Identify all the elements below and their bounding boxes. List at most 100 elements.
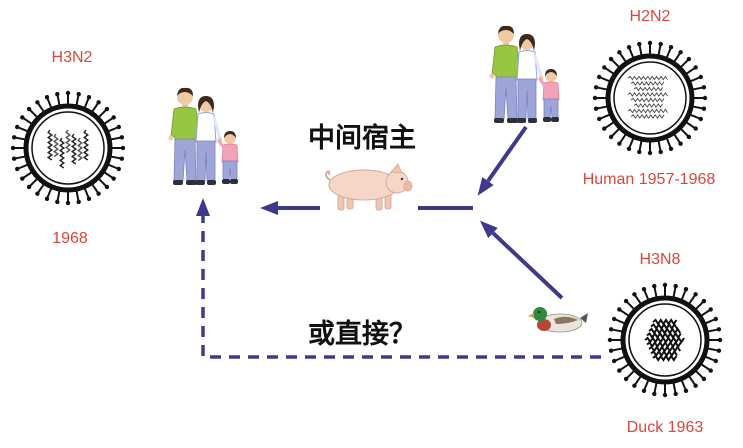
virus-spike-tip [708,368,713,373]
virus-rna-strand [652,318,678,326]
virus-spike-tip [11,156,17,161]
virus-spike-tip [652,283,657,289]
virus-spike-tip [632,383,637,388]
virus-spike-tip [15,124,20,130]
virus-spike-tip [647,150,653,156]
virus-spike-tip [11,135,17,140]
virus-spike-tip [86,196,92,201]
virus-rna-strand [650,349,678,358]
virus-icon [607,282,723,398]
virus-spike-tip [44,196,50,201]
virus-spike-tip [641,388,647,393]
virus-spike-tip [693,65,698,70]
virus-spike-tip [65,200,71,206]
virus-spike-tip [686,134,692,140]
virus-spike-tip [592,95,598,101]
virus-spike-tip [683,287,689,292]
virus-spike-tip [608,327,614,332]
arrow-from-duck-h3n8 [479,220,564,300]
virus-spike-tip [678,50,683,55]
virus-rna-strand [652,354,678,362]
virus-spike-tip [686,56,692,62]
virus-rna-strand [64,129,72,154]
virus-spike-tip [20,176,25,181]
virus-spike-tip [104,184,110,190]
virus-spike-tip [15,166,20,172]
virus-spike-tip [76,199,81,205]
virus-spike-tip [662,392,668,398]
virus-spike-tip [104,106,110,112]
virus-h2n2-name: H2N2 [630,8,671,25]
virus-spike-tip [702,95,708,101]
virus-spike-tip [637,149,642,155]
virus-spike-tip [658,149,663,155]
virus-spike-tip [602,65,607,70]
virus-spike-tip [693,383,698,388]
virus-spike-tip [602,126,607,131]
virus-spike-tip [647,40,653,46]
virus-rna-strand [630,114,665,119]
virus-h3n8-source: Duck 1963 [627,419,704,436]
virus-rna-strand [58,137,66,169]
virus-spike-tip [698,116,703,122]
virus-spike-tip [96,191,101,196]
virus-rna-strand [630,81,665,86]
virus-spike-tip [608,348,614,353]
virus-spike-tip [626,146,632,151]
virus-rna-strand [52,133,60,158]
virus-spike-tip [673,283,678,289]
virus-spike-tip [668,146,674,151]
virus-h3n2-year: 1968 [52,230,88,247]
virus-spike-tip [626,45,632,50]
virus-spike-tip [593,85,599,90]
virus-spike-tip [76,91,81,97]
virus-spike-tip [717,337,723,343]
virus-spike-tip [662,282,668,288]
virus-spike-tip [658,41,663,47]
virus-inner-membrane [31,111,105,185]
virus-rna-strand [630,97,665,103]
virus-rna-strand [70,133,78,165]
arrow-from-human-h2n2 [477,125,528,196]
virus-rna-strand [627,75,668,81]
virus-spike-tip [693,292,698,297]
virus-rna-strand [633,86,663,92]
virus-spike-tip [612,316,617,322]
virus-rna-strand [644,336,685,344]
virus-spike-tip [673,391,678,397]
virus-rna-strand [76,137,84,162]
virus-rna-strand [82,129,90,161]
virus-spike-tip [86,95,92,100]
virus-spike-tip [701,298,707,304]
virus-spike-tip [119,156,125,161]
virus-spike-tip [612,358,617,364]
virus-spike-tip [683,388,689,393]
virus-spike-tip [26,106,32,112]
virus-spike-tip [632,292,637,297]
family-icon [488,24,561,125]
virus-h3n8-name: H3N8 [640,251,681,268]
virus-spike-tip [593,106,599,111]
virus-spike-tip [55,91,60,97]
virus-spike-tip [20,115,25,120]
virus-spike-tip [701,376,707,382]
virus-spike-tip [10,145,16,151]
virus-spike-tip [597,74,602,80]
virus-spike-tip [716,327,722,332]
virus-spike-tip [120,145,126,151]
virus-envelope [605,53,695,143]
virus-rna-strand [627,108,668,114]
virus-spike-tip [55,199,60,205]
virus-spike-tip [35,191,40,196]
virus-inner-membrane [613,61,687,135]
virus-rna-strand [633,103,663,108]
virus-spike-tip [708,307,713,312]
virus-spike-tip [637,41,642,47]
virus-icon [10,90,126,206]
virus-spike-tip [716,348,722,353]
virus-spike-tip [652,391,657,397]
virus-spike-tip [713,316,718,322]
virus-spike-tip [623,298,629,304]
virus-spike-tip [668,45,674,50]
virus-spike-tip [678,141,683,146]
